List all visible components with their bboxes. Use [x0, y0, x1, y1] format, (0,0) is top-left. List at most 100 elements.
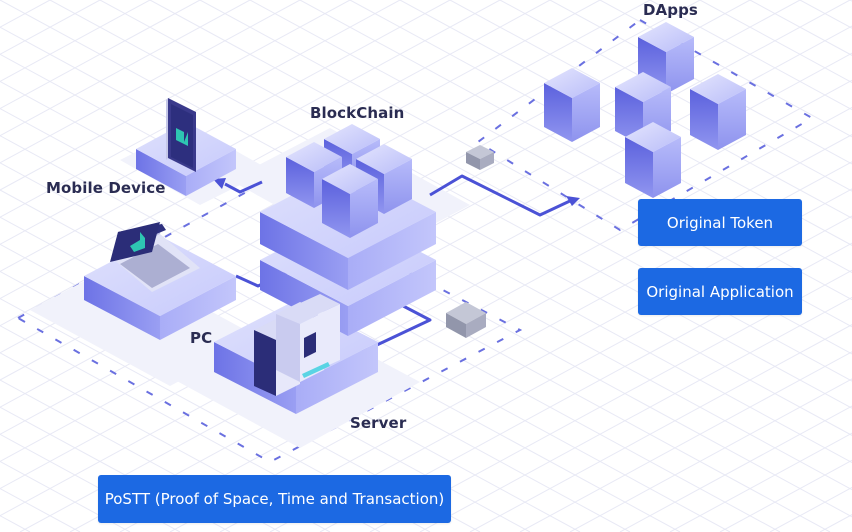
- grid-line: [0, 216, 581, 532]
- arrow-to-dapps-icon: [566, 196, 580, 206]
- grid-line: [0, 406, 231, 532]
- dapp-cube-top-face: [690, 74, 746, 104]
- connector-blockchain-to-dapps: [429, 174, 573, 217]
- laptop-icon: [110, 222, 200, 292]
- grid-line: [569, 378, 852, 532]
- mobile-platform-right-face: [186, 149, 236, 196]
- connector-blockchain-to-mobile: [224, 180, 263, 194]
- grid-line: [749, 0, 852, 56]
- dapp-cube-right-face: [653, 137, 681, 198]
- grid-line: [599, 0, 852, 138]
- original-application-button[interactable]: Original Application: [638, 268, 802, 315]
- grid-line: [149, 0, 852, 382]
- grid-line: [0, 325, 381, 532]
- grid-line: [0, 0, 551, 300]
- grid-line: [0, 433, 181, 532]
- blockchain-base-upper-left-face: [260, 212, 348, 290]
- dapp-cube: [625, 122, 681, 198]
- grid-line: [0, 298, 431, 532]
- grid-line: [799, 0, 852, 29]
- dapp-cube-right-face: [666, 37, 694, 94]
- blockchain-cube-top-face: [322, 164, 378, 194]
- region-outline-dapps: [476, 18, 815, 232]
- grid-line: [469, 324, 852, 532]
- grid-line: [99, 0, 852, 409]
- original-token-button[interactable]: Original Token: [638, 199, 802, 246]
- grid-line: [219, 188, 852, 532]
- label-dapps: DApps: [643, 1, 698, 19]
- grid-line: [0, 243, 531, 532]
- mobile-platform-left-face: [136, 149, 186, 196]
- blockchain-cube-top-face: [286, 142, 342, 172]
- pc-platform-right-face: [160, 276, 236, 340]
- blockchain-base-upper-right-face: [348, 212, 436, 290]
- grid-line: [0, 0, 201, 110]
- grid-line: [269, 215, 852, 532]
- grid-line: [349, 0, 852, 274]
- grid-line: [49, 0, 852, 436]
- grid-line: [0, 0, 101, 55]
- gray-block-small: [466, 145, 494, 170]
- grid-line: [0, 0, 351, 191]
- grid-line: [0, 515, 31, 532]
- dapp-cube-top-face: [625, 122, 681, 152]
- blockchain-base-lower-right-face: [348, 260, 436, 336]
- grid-line: [319, 242, 852, 532]
- grid-line: [369, 269, 852, 532]
- blockchain-cube-top-face: [324, 124, 380, 154]
- dapp-cube-top-face: [544, 68, 600, 98]
- label-blockchain: BlockChain: [310, 104, 405, 122]
- dapp-cube-left-face: [625, 137, 653, 198]
- grid-line: [649, 0, 852, 111]
- blockchain-cube-top-face: [356, 144, 412, 174]
- dapp-cube: [544, 68, 600, 142]
- region-outline-devices: [15, 188, 523, 464]
- label-mobile-device: Mobile Device: [46, 179, 166, 197]
- label-pc: PC: [190, 329, 213, 347]
- grid-line: [199, 0, 852, 355]
- postt-button[interactable]: PoSTT (Proof of Space, Time and Transact…: [98, 475, 451, 523]
- grid-line: [0, 0, 301, 164]
- dapp-cube-left-face: [690, 89, 718, 150]
- dapp-cube-left-face: [544, 83, 572, 142]
- dapp-cube-top-face: [615, 72, 671, 102]
- label-server: Server: [350, 414, 407, 432]
- arrow-to-mobile-icon: [213, 178, 226, 189]
- grid-line: [519, 351, 852, 532]
- grid-line: [619, 405, 852, 532]
- grid-line: [0, 270, 481, 532]
- pc-platform-left-face: [84, 276, 160, 340]
- server-platform-right-face: [296, 342, 378, 414]
- grid-line: [0, 0, 251, 137]
- grid-line: [249, 0, 852, 328]
- blockchain-cube: [322, 164, 378, 238]
- grid-line: [0, 0, 451, 245]
- blockchain-cube-left-face: [322, 179, 350, 238]
- server-rack-icon: [254, 294, 340, 396]
- grid-line: [0, 379, 281, 532]
- dapp-cube-right-face: [718, 89, 746, 150]
- grid-line: [19, 79, 852, 532]
- dapp-cube-right-face: [572, 83, 600, 142]
- grid-line: [0, 0, 51, 28]
- dapp-cube-top-face: [638, 22, 694, 52]
- grid-line: [0, 0, 401, 218]
- dapp-cube: [690, 74, 746, 150]
- grid-line: [299, 0, 852, 301]
- blockchain-cube-right-face: [350, 179, 378, 238]
- grid-line: [449, 0, 852, 219]
- blockchain-cube-left-face: [286, 157, 314, 208]
- smartphone-icon: [166, 98, 196, 172]
- grid-line: [0, 0, 501, 272]
- blockchain-cube-right-face: [384, 159, 412, 214]
- grid-line: [0, 352, 331, 532]
- grid-line: [419, 296, 852, 532]
- grid-line: [0, 135, 731, 532]
- gray-block-large: [446, 302, 486, 338]
- grid-line: [119, 134, 852, 532]
- grid-line: [549, 0, 852, 165]
- grid-line: [169, 161, 852, 532]
